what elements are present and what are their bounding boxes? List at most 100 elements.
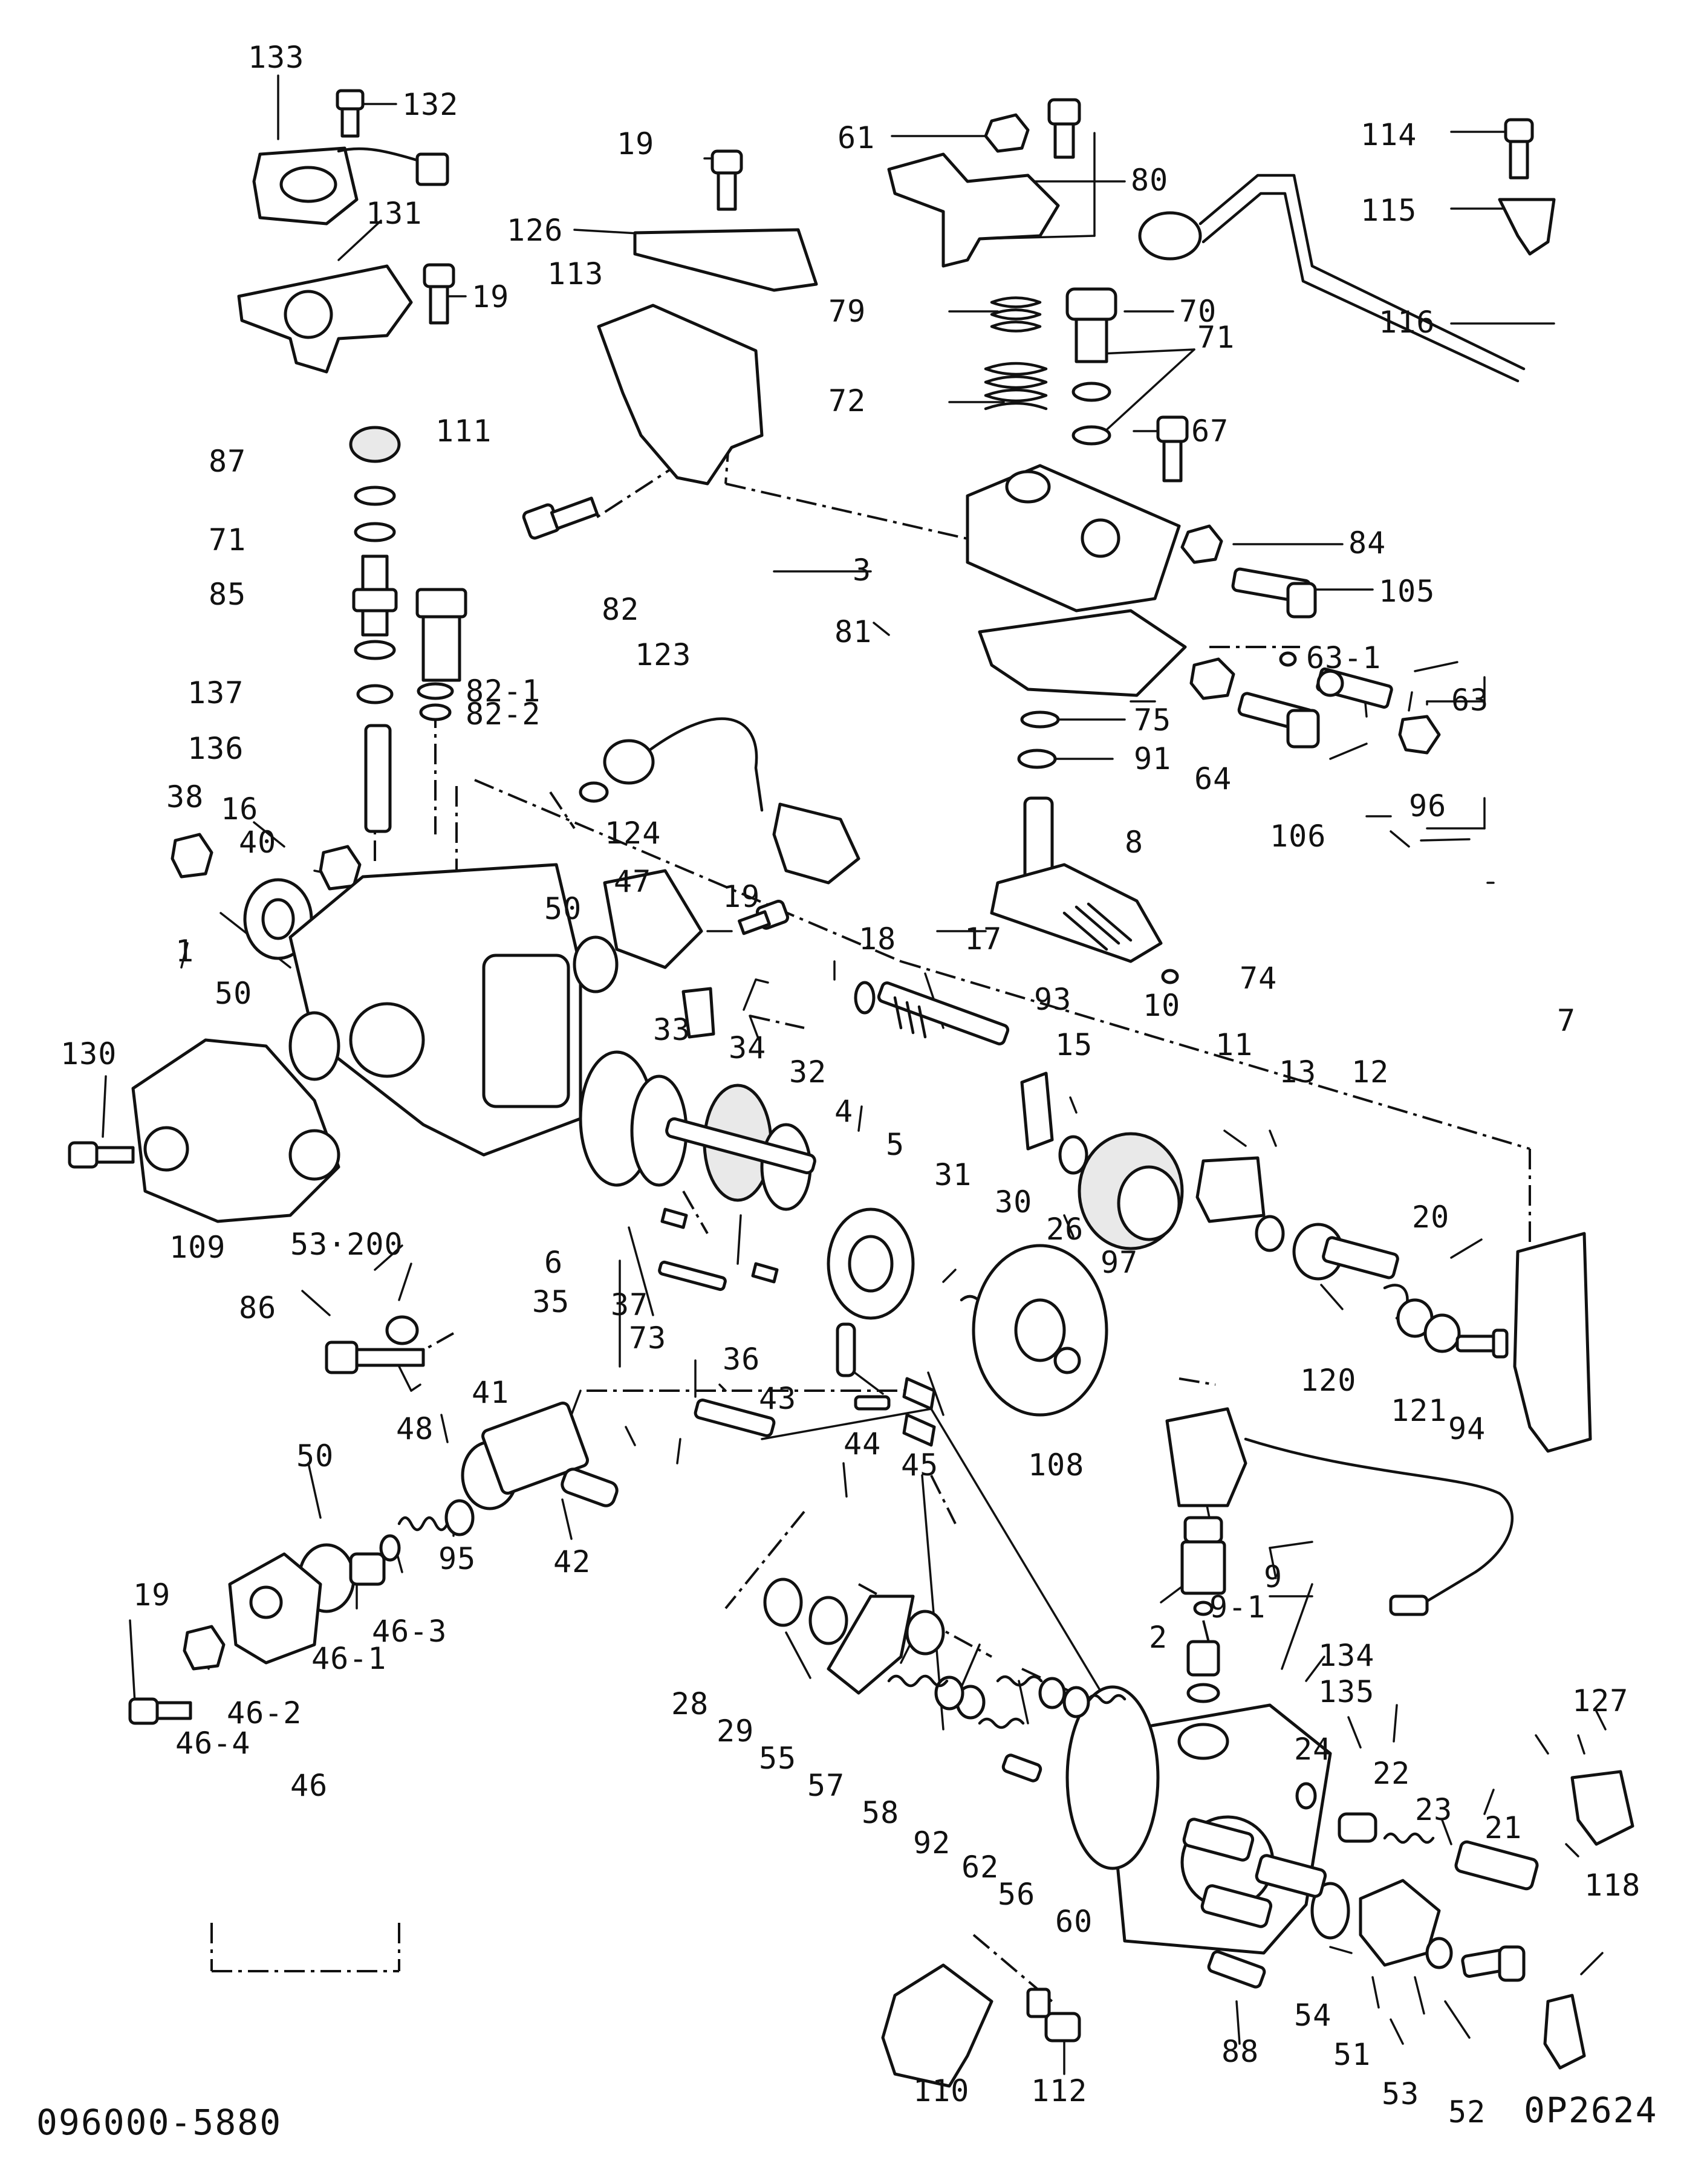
- callout-41: 41: [472, 1375, 509, 1410]
- callout-42: 42: [553, 1544, 591, 1579]
- bolt-67: [1156, 415, 1189, 483]
- pin-56: [1001, 1753, 1042, 1783]
- callout-26: 26: [1046, 1212, 1084, 1247]
- callout-32: 32: [789, 1055, 827, 1090]
- oring-63-1: [1279, 651, 1297, 667]
- nut-38: [171, 833, 213, 879]
- callout-118: 118: [1584, 1868, 1640, 1903]
- callout-75: 75: [1134, 703, 1171, 738]
- callout-52: 52: [1448, 2095, 1486, 2130]
- sensor-123: [603, 717, 860, 885]
- callout-106: 106: [1270, 819, 1326, 854]
- bolt-80: [1047, 98, 1081, 159]
- spring-57: [887, 1674, 949, 1688]
- oring-46-3: [379, 1534, 401, 1562]
- body-46-2: [228, 1552, 322, 1665]
- tension-lever-8: [990, 796, 1163, 963]
- callout-71b: 71: [1197, 320, 1235, 355]
- callout-53-200: 53·200: [290, 1227, 403, 1262]
- callout-113: 113: [547, 256, 603, 291]
- oring-9-1: [1193, 1601, 1214, 1616]
- screw-111: [522, 496, 599, 540]
- screw-73: [658, 1260, 727, 1292]
- bolt-132: [336, 89, 365, 138]
- callout-17: 17: [964, 921, 1002, 957]
- washer-15: [1058, 1135, 1088, 1175]
- bolt-19-side: [738, 899, 790, 935]
- callout-28: 28: [671, 1686, 709, 1721]
- plug-70: [1065, 287, 1117, 363]
- washer-53: [1425, 1937, 1453, 1969]
- callout-23: 23: [1415, 1792, 1452, 1827]
- callout-114: 114: [1361, 117, 1417, 152]
- callout-57: 57: [807, 1768, 845, 1803]
- callout-50c: 50: [296, 1438, 334, 1474]
- cap-87: [349, 426, 401, 463]
- bolt-105: [1231, 567, 1317, 619]
- callout-60: 60: [1055, 1904, 1093, 1939]
- lever-113: [597, 304, 764, 486]
- plunger-44: [694, 1398, 776, 1438]
- nut-64: [1189, 657, 1235, 700]
- callout-72: 72: [828, 383, 866, 418]
- callout-121: 121: [1391, 1393, 1447, 1428]
- pump-housing-1: [288, 863, 582, 1157]
- bolt-88: [1207, 1950, 1266, 1989]
- pin-42: [561, 1467, 619, 1507]
- callout-50: 50: [544, 891, 582, 926]
- assembly-center-lines: [210, 405, 1531, 2003]
- callout-74: 74: [1240, 961, 1277, 996]
- bracket-131: [237, 264, 413, 374]
- callout-82: 82: [602, 592, 639, 627]
- callout-105: 105: [1379, 574, 1435, 609]
- lever-80: [887, 152, 1060, 268]
- bracket-126: [633, 228, 818, 292]
- clip-127: [1570, 1770, 1634, 1846]
- callout-15: 15: [1055, 1027, 1093, 1062]
- callout-95: 95: [438, 1541, 476, 1576]
- callout-19: 19: [472, 279, 509, 314]
- callout-116: 116: [1379, 305, 1435, 340]
- leader-lines: [102, 74, 1607, 2075]
- callout-88: 88: [1221, 2034, 1259, 2069]
- callout-46-2: 46-2: [227, 1695, 302, 1731]
- sensor-133: [252, 146, 449, 226]
- callout-109: 109: [169, 1230, 226, 1265]
- bracket-7: [1513, 1232, 1592, 1453]
- callout-45: 45: [901, 1448, 938, 1483]
- callout-19d: 19: [133, 1578, 171, 1613]
- callout-70: 70: [1179, 294, 1217, 329]
- callout-53: 53: [1382, 2076, 1419, 2111]
- callout-84: 84: [1348, 525, 1386, 561]
- sleeve-41: [461, 1401, 589, 1510]
- callout-64: 64: [1194, 761, 1232, 796]
- callout-33: 33: [653, 1012, 691, 1047]
- callout-30: 30: [995, 1185, 1032, 1220]
- callout-67: 67: [1191, 414, 1229, 449]
- key-36: [751, 1262, 779, 1284]
- solenoid-109: [131, 1038, 340, 1223]
- fitting-63: [1316, 667, 1393, 709]
- callout-37: 37: [611, 1287, 648, 1322]
- plate-93: [1020, 1071, 1054, 1151]
- block-11: [1195, 1156, 1266, 1223]
- fitting-46-1: [349, 1552, 386, 1586]
- callout-46-4: 46-4: [175, 1726, 250, 1761]
- seal-40-inner: [261, 898, 295, 940]
- washer-cluster-a: [1038, 1677, 1066, 1709]
- callout-92: 92: [913, 1825, 951, 1861]
- spring-cluster-a: [996, 1675, 1043, 1687]
- callout-63-1: 63-1: [1306, 640, 1381, 675]
- callout-47: 47: [614, 864, 651, 899]
- collar-55: [905, 1610, 945, 1656]
- callout-36: 36: [723, 1342, 760, 1377]
- spring-72: [984, 362, 1048, 411]
- cover-boss: [1005, 470, 1051, 504]
- oring-18: [854, 981, 876, 1015]
- oring-82-2: [419, 703, 452, 721]
- washer-71b: [354, 522, 396, 542]
- callout-5: 5: [886, 1127, 905, 1162]
- nut-61: [984, 113, 1030, 153]
- washer-71e: [1071, 425, 1111, 446]
- callout-16: 16: [221, 791, 258, 827]
